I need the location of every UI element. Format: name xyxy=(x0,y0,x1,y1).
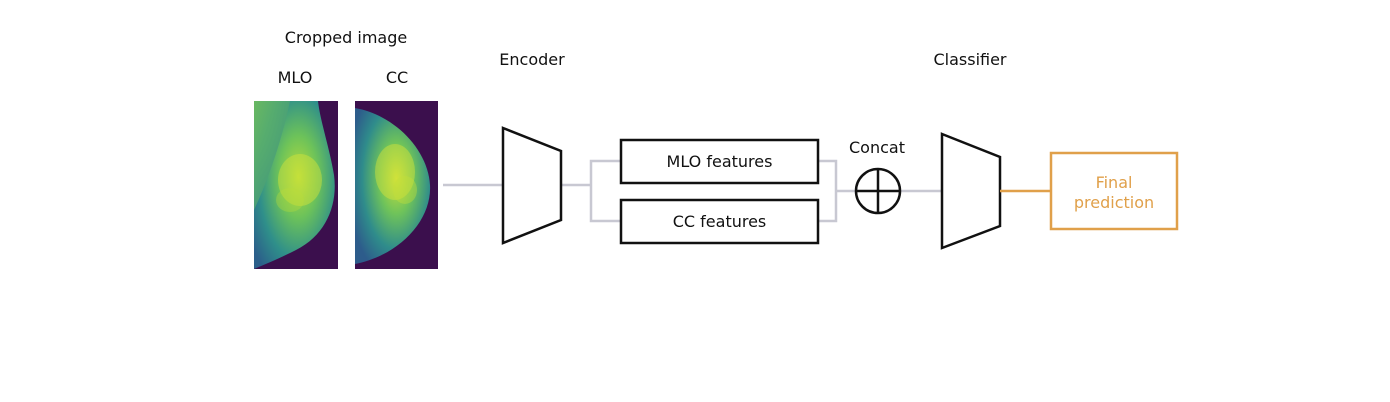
encoder-label: Encoder xyxy=(499,50,565,69)
classifier-label: Classifier xyxy=(933,50,1006,69)
final-prediction-box: Final prediction xyxy=(1049,151,1179,231)
cc-features-box: CC features xyxy=(619,198,820,245)
final-prediction-label-line1: Final xyxy=(1096,173,1133,192)
mlo-features-box: MLO features xyxy=(619,138,820,185)
encoder-block xyxy=(501,126,563,245)
concat-plus-icon xyxy=(854,167,902,215)
classifier-block xyxy=(940,132,1002,250)
cropped-image-label: Cropped image xyxy=(285,28,407,47)
cc-image xyxy=(355,101,438,269)
cc-features-label: CC features xyxy=(673,212,767,231)
mlo-features-label: MLO features xyxy=(667,152,773,171)
concat-label: Concat xyxy=(849,138,905,157)
final-prediction-label-line2: prediction xyxy=(1074,193,1154,212)
mlo-image xyxy=(254,101,338,269)
connectors xyxy=(443,159,942,223)
cc-view-label: CC xyxy=(386,68,408,87)
mlo-view-label: MLO xyxy=(278,68,313,87)
